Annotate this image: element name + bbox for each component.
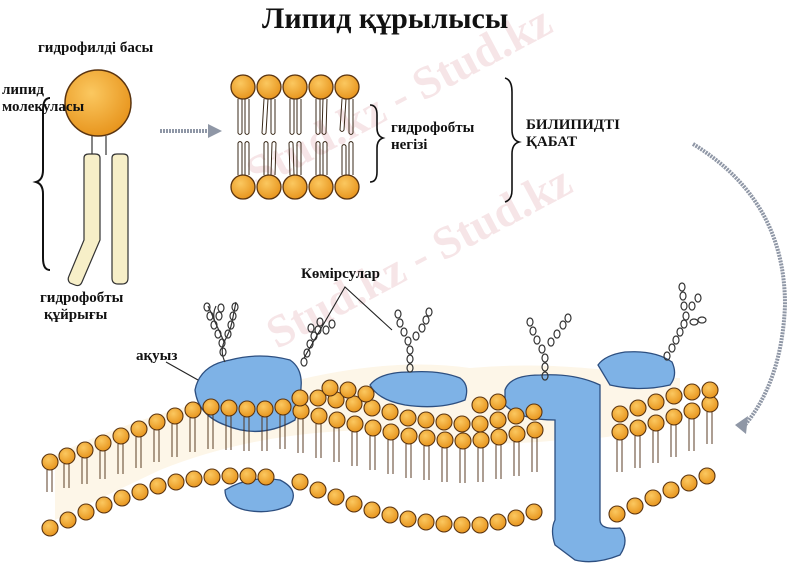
hydrophobic-tail-label: гидрофобты құйрығы [40, 290, 123, 325]
page-title: Липид құрылысы [262, 2, 509, 35]
bilayer-label-line2: ҚАБАТ [526, 134, 577, 151]
carbohydrates-label: Көмірсулар [301, 266, 380, 282]
lipid-molecule-label-line1: липид [2, 82, 44, 98]
cell-membrane [41, 351, 719, 563]
hydrophobic-tail-label-line2: құйрығы [44, 307, 108, 324]
hydrophobic-core-label-line2: негізі [391, 137, 428, 154]
protein-label: ақуыз [136, 348, 178, 364]
hydrophobic-core-label-line1: гидрофобты [391, 120, 475, 136]
protein [194, 355, 302, 433]
lipid-molecule [32, 69, 132, 287]
carbohydrate-chains [203, 282, 707, 381]
small-bilayer [230, 74, 386, 200]
lipid-molecule-label-line2: молекуласы [2, 99, 85, 116]
hydrophobic-tail-label-line1: гидрофобты [40, 290, 124, 306]
bilayer-brace [504, 77, 522, 203]
bilayer-label-line1: БИЛИПИДТІ [526, 117, 620, 133]
bilayer-label: БИЛИПИДТІ ҚАБАТ [526, 117, 620, 152]
lipid-molecule-label: липид молекуласы [2, 82, 84, 117]
hydrophobic-core-label: гидрофобты негізі [391, 120, 474, 155]
arrow-icon [160, 124, 222, 138]
leader-lines [165, 286, 393, 381]
curved-arrow-icon [691, 142, 788, 434]
hydrophilic-head-label: гидрофилді басы [38, 40, 154, 56]
